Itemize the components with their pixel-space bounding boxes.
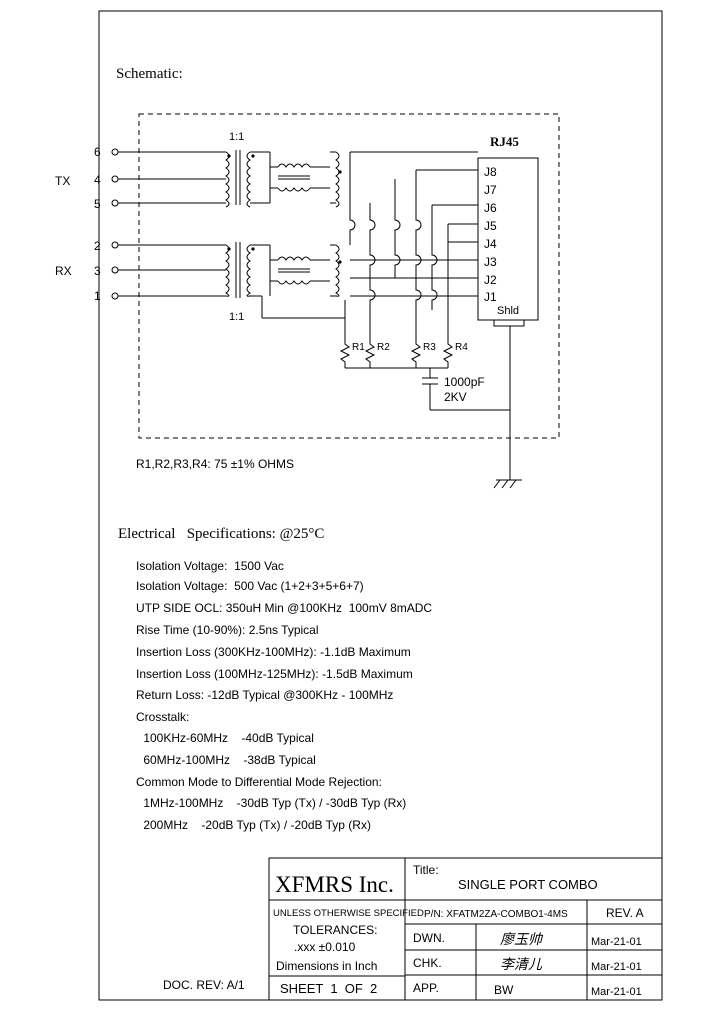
schematic-wiring (111, 148, 525, 489)
title-label: Title: (413, 863, 439, 877)
rx-label: RX (55, 264, 72, 278)
pin-5-label: 5 (94, 197, 101, 211)
rj45-pin-j8: J8 (484, 165, 497, 179)
drawing-title: SINGLE PORT COMBO (458, 877, 598, 892)
schematic-title: Schematic: (116, 66, 183, 82)
pin-6-label: 6 (94, 145, 101, 159)
spec-line: Isolation Voltage: 1500 Vac (136, 559, 284, 573)
rj45-pin-j6: J6 (484, 201, 497, 215)
pin-1-label: 1 (94, 289, 101, 303)
title-block-grid (268, 857, 663, 1001)
spec-line: Rise Time (10-90%): 2.5ns Typical (136, 623, 319, 637)
specs-title: Electrical Specifications: @25°C (118, 526, 324, 542)
approved-by: BW (494, 983, 514, 997)
drawn-date: Mar-21-01 (591, 936, 642, 948)
rj45-pin-j7: J7 (484, 183, 497, 197)
spec-line: Insertion Loss (100MHz-125MHz): -1.5dB M… (136, 667, 413, 681)
resistor-r2-label: R2 (377, 342, 390, 353)
spec-line: Insertion Loss (300KHz-100MHz): -1.1dB M… (136, 645, 411, 659)
sheet-number: SHEET 1 OF 2 (280, 981, 377, 996)
sheet-border (98, 10, 663, 1001)
part-number: P/N: XFATM2ZA-COMBO1-4MS (424, 909, 568, 920)
tolerances-label: TOLERANCES: (293, 923, 377, 937)
resistor-r3-label: R3 (423, 342, 436, 353)
spec-line: 60MHz-100MHz -38dB Typical (140, 753, 316, 767)
revision: REV. A (606, 906, 644, 920)
spec-line: 1MHz-100MHz -30dB Typ (Tx) / -30dB Typ (… (140, 796, 406, 810)
tx-label: TX (55, 174, 70, 188)
approved-date: Mar-21-01 (591, 986, 642, 998)
company-name: XFMRS Inc. (275, 872, 394, 897)
rj45-pin-j3: J3 (484, 255, 497, 269)
polarity-dots (227, 154, 342, 264)
rj45-label: RJ45 (490, 134, 519, 149)
resistor-r1-label: R1 (352, 342, 365, 353)
specs-list: Isolation Voltage: 1500 Vac Isolation Vo… (136, 559, 432, 832)
rj45-pin-j5: J5 (484, 219, 497, 233)
capacitor-voltage: 2KV (444, 390, 467, 404)
rj45-pin-j1: J1 (484, 290, 497, 304)
rj45-pin-j2: J2 (484, 273, 497, 287)
spec-line: Common Mode to Differential Mode Rejecti… (136, 775, 382, 789)
checked-date: Mar-21-01 (591, 961, 642, 973)
pin-3-label: 3 (94, 264, 101, 278)
module-boundary (138, 113, 560, 439)
approved-label: APP. (413, 981, 439, 995)
checked-by: 李清儿 (500, 956, 543, 972)
tolerance-value: .xxx ±0.010 (294, 940, 356, 954)
spec-line: UTP SIDE OCL: 350uH Min @100KHz 100mV 8m… (136, 601, 432, 615)
resistor-r4-label: R4 (455, 342, 468, 353)
resistor-note: R1,R2,R3,R4: 75 ±1% OHMS (136, 457, 294, 471)
rj45-connector (477, 157, 539, 321)
spec-line: Crosstalk: (136, 710, 189, 724)
capacitor-value: 1000pF (444, 375, 485, 389)
drawn-by: 廖玉帅 (500, 931, 544, 947)
dimensions-note: Dimensions in Inch (276, 959, 377, 973)
pin-2-label: 2 (94, 239, 101, 253)
spec-line: 100KHz-60MHz -40dB Typical (140, 731, 314, 745)
checked-label: CHK. (413, 956, 442, 970)
ratio-top-label: 1:1 (229, 131, 244, 143)
doc-revision: DOC. REV: A/1 (163, 978, 245, 992)
unless-note: UNLESS OTHERWISE SPECIFIED (273, 908, 424, 919)
rj45-pin-j4: J4 (484, 237, 497, 251)
spec-line: Isolation Voltage: 500 Vac (1+2+3+5+6+7) (136, 579, 364, 593)
shield-label: Shld (497, 305, 519, 317)
drawn-label: DWN. (413, 931, 445, 945)
spec-line: Return Loss: -12dB Typical @300KHz - 100… (136, 688, 393, 702)
spec-line: 200MHz -20dB Typ (Tx) / -20dB Typ (Rx) (140, 818, 371, 832)
ratio-bottom-label: 1:1 (229, 311, 244, 323)
pin-4-label: 4 (94, 173, 101, 187)
